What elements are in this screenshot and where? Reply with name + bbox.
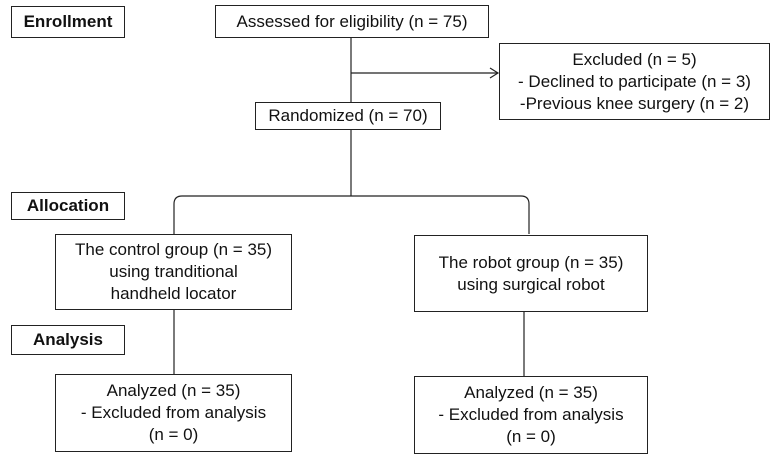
assessed-box: Assessed for eligibility (n = 75)	[215, 5, 489, 38]
stage-label-enrollment: Enrollment	[11, 6, 125, 38]
excluded-reason-knee-surgery: -Previous knee surgery (n = 2)	[519, 93, 750, 113]
stage-label-analysis: Analysis	[11, 325, 125, 355]
randomized-box: Randomized (n = 70)	[255, 102, 441, 130]
assessed-text: Assessed for eligibility (n = 75)	[236, 11, 468, 31]
analyzed-control-box: Analyzed (n = 35) - Excluded from analys…	[55, 374, 292, 452]
stage-enrollment-text: Enrollment	[23, 12, 113, 31]
control-group-device: handheld locator	[110, 284, 237, 303]
stage-label-allocation: Allocation	[11, 192, 125, 220]
analyzed-control-count: Analyzed (n = 35)	[106, 381, 241, 400]
control-group-box: The control group (n = 35) using trandit…	[55, 234, 292, 310]
analyzed-control-excluded-label: - Excluded from analysis	[80, 403, 267, 422]
analyzed-robot-excluded-count: (n = 0)	[506, 427, 556, 446]
arrowhead-excluded	[489, 67, 500, 79]
stage-analysis-text: Analysis	[33, 330, 103, 349]
analyzed-robot-excluded-label: - Excluded from analysis	[438, 405, 624, 424]
connector-allocation-bracket	[173, 195, 530, 234]
control-group-title: The control group (n = 35)	[74, 240, 273, 259]
stage-allocation-text: Allocation	[26, 196, 110, 215]
excluded-reason-declined: - Declined to participate (n = 3)	[518, 71, 751, 91]
excluded-title: Excluded (n = 5)	[572, 49, 697, 69]
robot-group-method: using surgical robot	[457, 274, 605, 294]
analyzed-robot-count: Analyzed (n = 35)	[464, 383, 598, 402]
excluded-box: Excluded (n = 5) - Declined to participa…	[499, 43, 770, 120]
robot-group-box: The robot group (n = 35) using surgical …	[414, 235, 648, 312]
control-group-method: using tranditional	[109, 262, 238, 281]
analyzed-control-excluded-count: (n = 0)	[148, 425, 199, 444]
analyzed-robot-box: Analyzed (n = 35) - Excluded from analys…	[414, 376, 648, 454]
robot-group-title: The robot group (n = 35)	[438, 252, 624, 272]
randomized-text: Randomized (n = 70)	[268, 106, 428, 125]
